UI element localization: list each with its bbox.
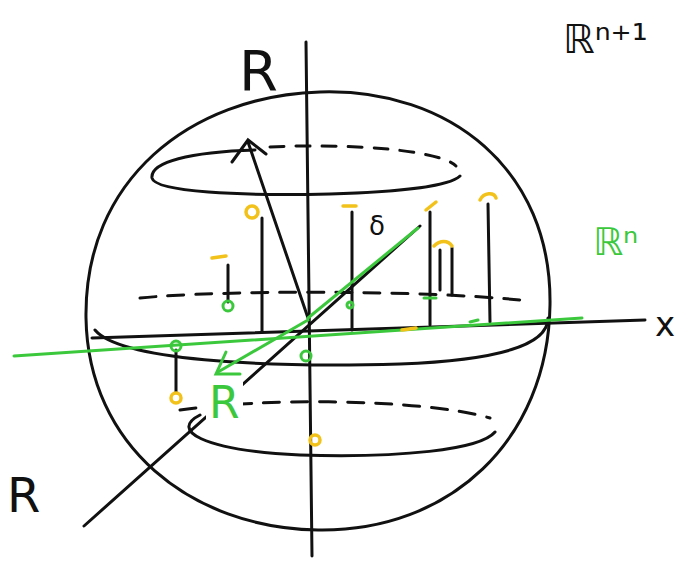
sample-point [171,393,181,403]
latitude-circle [152,150,460,194]
projection-line [429,212,432,325]
sphere-outline [86,92,550,530]
latitude-circle-back [270,146,456,166]
vertical-axis [306,42,312,556]
radius-label: R [206,380,243,426]
axis-label: R [4,470,43,520]
sample-point [434,242,452,247]
axis-label: x [652,306,678,342]
sample-point [310,435,320,445]
projected-point [347,302,353,308]
projection-line [488,204,490,322]
projected-point [171,341,181,351]
radius-label: R [236,42,281,100]
projected-point [301,351,311,361]
projected-point [223,301,233,311]
projected-point [424,297,436,300]
subspace-line [308,228,418,318]
x-axis [92,320,645,338]
sample-point [402,328,416,330]
projection-line [351,212,354,330]
subspace-line [14,318,582,356]
arrow-head [216,352,240,374]
projected-point [470,320,478,322]
green-radius-arrow [218,320,308,372]
radius-arrow [248,142,308,318]
sample-point [480,194,496,200]
sample-point [212,256,226,258]
subspace-label: ℝⁿ [590,222,641,262]
projection-line [227,265,230,302]
sample-point [426,202,436,210]
projection-line [439,250,442,290]
projection-line [175,350,178,392]
projection-line [261,218,264,332]
arrow-head [232,140,266,162]
depth-axis [84,226,420,526]
sample-point [246,206,258,218]
space-label: ℝⁿ⁺¹ [560,18,651,60]
delta-label: δ [366,212,388,240]
projection-line [451,248,454,295]
sample-point [343,204,356,208]
